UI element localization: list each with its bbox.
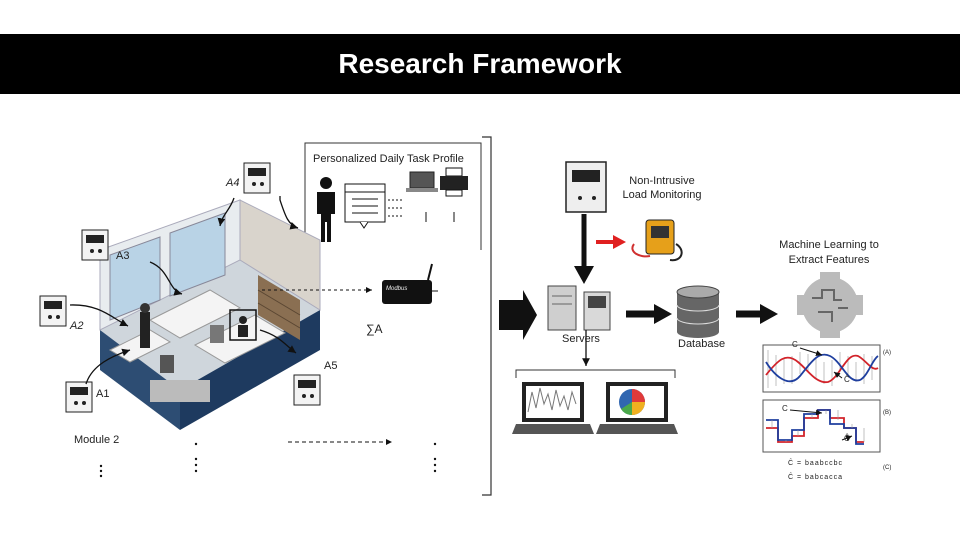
meter-icon-a1 xyxy=(65,381,93,413)
feature-plot-a xyxy=(762,344,881,393)
printer-icon xyxy=(440,167,468,197)
gateway-label: Modbus xyxy=(386,286,408,292)
laptop-icon xyxy=(406,171,438,192)
feature-plot-b xyxy=(762,399,881,453)
bracket xyxy=(482,136,492,496)
plot-pointer-3 xyxy=(789,409,823,416)
ellipsis-dots xyxy=(99,442,437,478)
module-label: Module 2 xyxy=(74,434,120,446)
person-icon xyxy=(317,177,335,242)
nilm-label: Non-Intrusive Load Monitoring xyxy=(622,175,702,201)
meter-label-a1: A1 xyxy=(96,388,110,400)
profile-box xyxy=(304,142,482,250)
office-room-illustration xyxy=(99,199,321,430)
laptop-chart-left xyxy=(512,382,594,434)
sax-line-1: Ĉ = baabccbc xyxy=(788,460,843,467)
ml-gear-icon xyxy=(797,272,863,338)
database-icon xyxy=(676,285,720,338)
meter-label-a4: A4 xyxy=(226,177,240,189)
plot-tag-a: (A) xyxy=(883,350,891,356)
servers-icon xyxy=(547,285,611,331)
meter-icon-a2 xyxy=(39,295,67,327)
plot-pointer-2 xyxy=(833,371,843,379)
sum-label: ∑A xyxy=(366,322,383,336)
big-arrow xyxy=(499,290,537,340)
meter-label-a5: A5 xyxy=(324,360,338,372)
plot-symbol-c2: Ĉ xyxy=(844,375,850,384)
plot-tag-c: (C) xyxy=(883,465,892,471)
ml-label: Machine Learning to Extract Features xyxy=(779,239,879,266)
plot-symbol-c3: C xyxy=(782,404,788,413)
database-label: Database xyxy=(678,338,726,350)
meter-icon-a4 xyxy=(243,162,271,194)
profile-title: Personalized Daily Task Profile xyxy=(313,153,464,165)
title-bar: Research Framework xyxy=(0,34,960,94)
sax-line-2: Ĉ = babcacca xyxy=(788,474,843,481)
plot-symbol-c4: Ĉ xyxy=(844,434,850,443)
page-title: Research Framework xyxy=(338,48,622,79)
plot-tag-b: (B) xyxy=(883,410,891,416)
arrow-a5 xyxy=(259,329,297,354)
task-list-icon xyxy=(344,183,404,229)
laptop-chart-right xyxy=(596,382,678,434)
servers-label: Servers xyxy=(562,333,600,345)
meter-arrows xyxy=(69,196,299,385)
plot-pointer-1 xyxy=(799,347,823,357)
plot-symbol-c1: C xyxy=(792,340,798,349)
plot-pointer-4 xyxy=(841,435,853,442)
nilm-meter-icon xyxy=(565,161,607,213)
laptop-bracket xyxy=(515,369,676,378)
meter-icon-a3 xyxy=(81,229,109,261)
meter-label-a3: A3 xyxy=(116,250,130,262)
power-analyzer-icon xyxy=(631,219,683,262)
meter-label-a2: A2 xyxy=(70,320,84,332)
meter-icon-a5 xyxy=(293,374,321,406)
gateway-device xyxy=(382,263,438,304)
